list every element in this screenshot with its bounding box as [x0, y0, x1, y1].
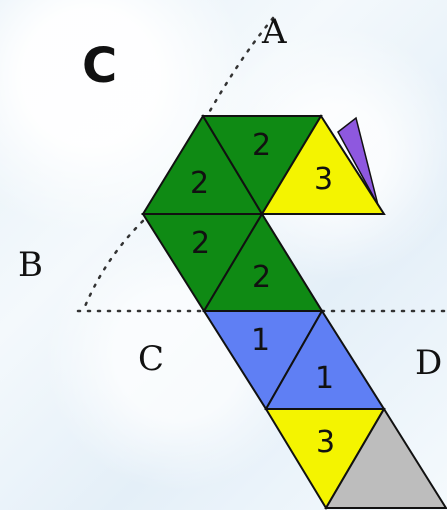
triangle-number: 2: [252, 260, 271, 295]
triangle-number: 3: [316, 425, 335, 460]
point-c-label: C: [138, 339, 164, 379]
triangle-number: 2: [191, 226, 210, 261]
point-a-label: A: [261, 12, 287, 52]
triangle-number: 1: [315, 361, 334, 396]
dotted-arc-bottom: [83, 214, 150, 311]
triangle-number: 2: [252, 128, 271, 163]
point-d-label: D: [415, 343, 442, 383]
point-b-label: B: [18, 245, 43, 285]
triangle-number: 3: [314, 162, 333, 197]
triangle-number: 1: [251, 323, 270, 358]
top-left-letter: C: [82, 38, 117, 94]
triangle-number: 2: [190, 166, 209, 201]
